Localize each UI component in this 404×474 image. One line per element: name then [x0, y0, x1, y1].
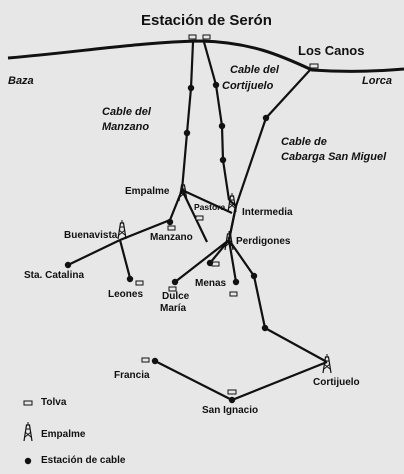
cable-cortijuelo-line	[202, 41, 231, 201]
site-cortijuelo: Cortijuelo	[313, 377, 360, 388]
cable-cabarga-label-line1: Cable de	[281, 136, 327, 148]
station-dot	[64, 261, 72, 269]
site-dulce: Dulce	[162, 291, 190, 302]
tolva-icon	[167, 225, 176, 231]
station-dot	[126, 275, 134, 283]
site-san-ignacio: San Ignacio	[202, 405, 259, 416]
station-dot	[218, 122, 226, 130]
legend-estacion-label: Estación de cable	[41, 455, 126, 466]
cable-cortijuelo-label-line1: Cable del	[230, 64, 279, 76]
tolva-icon	[141, 357, 150, 363]
legend-station-icon	[24, 457, 32, 465]
cable-manzano-label-line2: Manzano	[102, 121, 150, 133]
tower-icon	[322, 353, 332, 374]
station-dot	[232, 278, 240, 286]
branch-francia	[154, 360, 328, 402]
cable-stations	[64, 81, 270, 404]
main-road	[7, 39, 404, 73]
place-los-canos: Los Canos	[298, 43, 365, 58]
station-dot	[151, 357, 159, 365]
station-dot	[171, 278, 179, 286]
station-dot	[212, 81, 220, 89]
station-dot	[262, 114, 270, 122]
site-buenavista: Buenavista	[64, 230, 118, 241]
cable-lines	[67, 41, 328, 402]
place-lorca: Lorca	[362, 75, 392, 87]
branch-south	[174, 239, 328, 363]
station-dot	[166, 218, 174, 226]
station-dot	[228, 396, 236, 404]
site-manzano: Manzano	[150, 232, 193, 243]
station-dot	[219, 156, 227, 164]
site-sta-catalina: Sta. Catalina	[24, 270, 85, 281]
legend-tolva-label: Tolva	[41, 397, 67, 408]
site-empalme: Empalme	[125, 186, 170, 197]
legend-tolva-icon	[23, 400, 33, 406]
legend-tower-icon	[23, 421, 33, 442]
tolva-icon	[309, 63, 319, 69]
place-baza: Baza	[8, 75, 34, 87]
tolva-icon	[188, 34, 197, 40]
tolva-icon	[135, 280, 144, 286]
cable-cabarga-label-line2: Cabarga San Miguel	[281, 151, 387, 163]
station-dot	[261, 324, 269, 332]
tolva-icon	[195, 215, 204, 221]
site-intermedia: Intermedia	[242, 207, 293, 218]
cable-manzano-line	[180, 41, 195, 191]
cable-cortijuelo-label-line2: Cortijuelo	[222, 80, 274, 92]
branch-intermedia	[227, 199, 238, 241]
site-leones: Leones	[108, 289, 144, 300]
station-dot	[206, 259, 214, 267]
map-title: Estación de Serón	[141, 12, 272, 29]
tolva-icon	[168, 286, 177, 292]
tower-icon	[117, 219, 127, 240]
site-menas: Menas	[195, 278, 227, 289]
tolva-icon	[229, 291, 238, 297]
branch-buenavista	[67, 239, 132, 279]
site-perdigones: Perdigones	[236, 236, 291, 247]
legend-symbols	[23, 400, 33, 465]
station-dot	[187, 84, 195, 92]
cable-manzano-label-line1: Cable del	[102, 106, 151, 118]
station-dot	[250, 272, 258, 280]
site-francia: Francia	[114, 370, 150, 381]
tolva-icon	[202, 34, 211, 40]
site-maria: María	[160, 303, 187, 314]
tolva-icon	[227, 389, 237, 395]
station-dot	[183, 129, 191, 137]
site-pastora: Pastora	[194, 202, 226, 212]
legend-empalme-label: Empalme	[41, 429, 86, 440]
